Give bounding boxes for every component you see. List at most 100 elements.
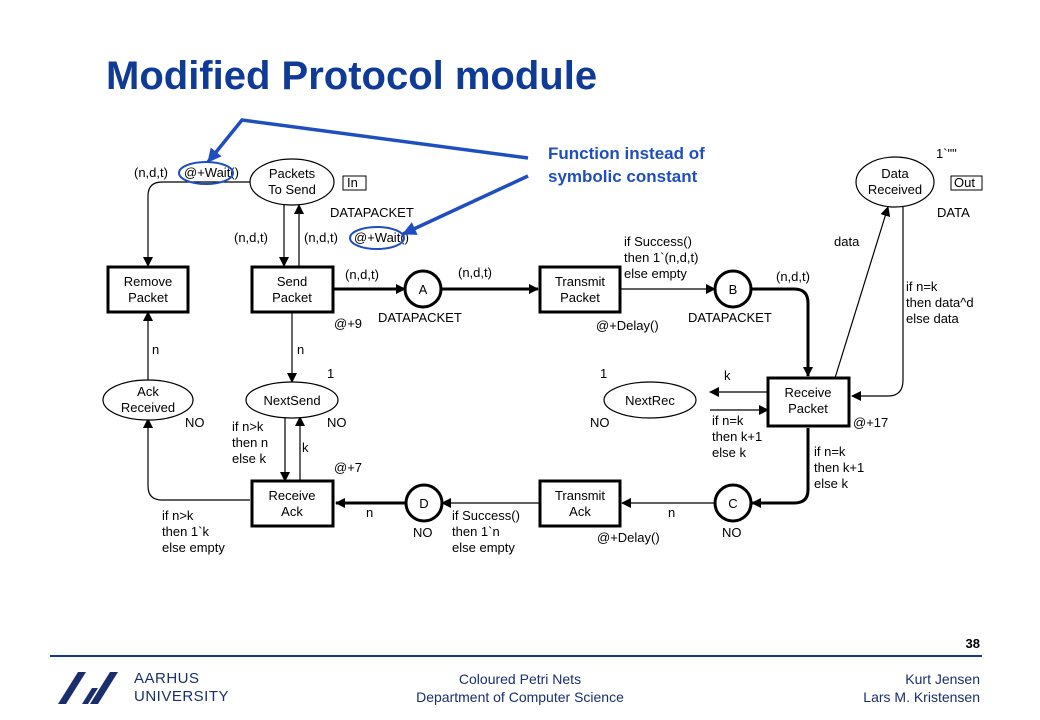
transition-receive-packet: Receive Packet [766, 376, 851, 428]
footer-department: Department of Computer Science [416, 689, 624, 705]
transition-transmit-ack: Transmit Ack [538, 479, 622, 528]
arc-a-to-transmit-label: (n,d,t) [458, 265, 492, 280]
arc-receive-ack-to-nextsend-label-1: if n>k [232, 419, 264, 434]
transition-receive-ack: Receive Ack [250, 479, 335, 528]
place-packets-to-send-type: DATAPACKET [330, 205, 414, 220]
arc-receive-to-c-label-1: if n=k [814, 444, 846, 459]
arc-data-to-receive [851, 207, 904, 401]
place-b-type: DATAPACKET [688, 310, 772, 325]
place-data-received-line2: Received [868, 182, 922, 197]
place-a-type: DATAPACKET [378, 310, 462, 325]
university-line-1: AARHUS [134, 670, 200, 687]
arc-send-out-label-a: (n,d,t) [304, 230, 338, 245]
place-data-received-line1: Data [881, 166, 909, 181]
arc-remove-in-label-b: @+Wait() [184, 165, 239, 180]
place-next-rec-type: NO [590, 415, 610, 430]
arc-nextsend-to-receive-ack-label: k [302, 440, 309, 455]
arc-data-out-label-2: then data^d [906, 295, 974, 310]
aarhus-university-logo-icon [58, 672, 118, 704]
transition-transmit-packet: Transmit Packet [538, 265, 622, 314]
place-ack-received-line1: Ack [137, 384, 159, 399]
highlight-ring-wait-1 [178, 161, 234, 185]
arc-receive-to-data [834, 206, 891, 379]
place-d-name: D [419, 496, 428, 511]
arc-receive-ack-to-nextsend-label-3: else k [232, 451, 266, 466]
port-out-label: Out [954, 175, 975, 190]
place-packets-to-send-line2: To Send [268, 182, 316, 197]
place-next-rec: NextRec [603, 381, 697, 419]
transition-send-packet-line2: Packet [272, 290, 312, 305]
place-packets-to-send: Packets To Send [249, 158, 335, 206]
university-name: AARHUS UNIVERSITY [134, 670, 229, 706]
transition-send-packet-delay: @+9 [334, 316, 362, 331]
arc-receive-ack-to-ack-label-2: then 1`k [162, 524, 209, 539]
port-tag-out [950, 175, 983, 191]
port-tag-in [342, 175, 367, 191]
place-d: D [404, 483, 444, 523]
transition-transmit-ack-line2: Ack [569, 504, 591, 519]
arc-nextrec-out-label-1: if n=k [712, 413, 744, 428]
place-next-send: NextSend [245, 381, 339, 419]
place-b: B [713, 269, 753, 309]
arc-transmit-out-label-1: if Success() [624, 234, 692, 249]
footer-divider [50, 655, 982, 657]
arc-receive-ack-to-ack-label-3: else empty [162, 540, 225, 555]
slide-number: 38 [965, 636, 980, 651]
transition-remove-packet-line2: Packet [128, 290, 168, 305]
transition-transmit-packet-line2: Packet [560, 290, 600, 305]
place-next-send-type: NO [327, 415, 347, 430]
place-b-name: B [729, 282, 738, 297]
arc-receive-ack-to-nextsend-label-2: then n [232, 435, 268, 450]
transition-remove-packet-line1: Remove [124, 274, 172, 289]
arc-remove-in-label-a: (n,d,t) [134, 165, 168, 180]
arc-transmit-out-label-2: then 1`(n,d,t) [624, 250, 698, 265]
transition-send-packet: Send Packet [250, 265, 335, 314]
footer-authors: Kurt Jensen Lars M. Kristensen [863, 670, 980, 706]
arc-nextrec-out-label-2: then k+1 [712, 429, 762, 444]
place-ack-received-line2: Received [121, 400, 175, 415]
arc-send-out-label-b: @+Wait() [354, 230, 409, 245]
place-a: A [403, 269, 443, 309]
transition-receive-ack-line1: Receive [269, 488, 316, 503]
arc-transmit-ack-out-label-2: then 1`n [452, 524, 500, 539]
transition-receive-ack-delay: @+7 [334, 460, 362, 475]
arc-data-out-label-1: if n=k [906, 279, 938, 294]
transition-receive-packet-delay: @+17 [853, 415, 888, 430]
callout-line-1: Function instead of [548, 144, 705, 163]
transition-receive-packet-line1: Receive [785, 385, 832, 400]
transition-receive-ack-line2: Ack [281, 504, 303, 519]
place-next-rec-init: 1 [600, 366, 607, 381]
arc-receive-ack-to-ack-label-1: if n>k [162, 508, 194, 523]
arc-data-out-label-3: else data [906, 311, 960, 326]
footer-author-2: Lars M. Kristensen [863, 689, 980, 705]
place-data-received-init: 1`"" [936, 146, 957, 161]
transition-send-packet-line1: Send [277, 274, 307, 289]
callout-line-2: symbolic constant [548, 167, 698, 186]
transition-remove-packet: Remove Packet [106, 265, 190, 314]
transition-transmit-ack-delay: @+Delay() [597, 530, 660, 545]
place-a-name: A [419, 282, 428, 297]
callout-text: Function instead of symbolic constant [548, 142, 705, 188]
arc-c-to-transmit-ack-label: n [668, 505, 675, 520]
transition-transmit-ack-line1: Transmit [555, 488, 605, 503]
arc-b-to-receive [751, 287, 813, 377]
arc-receive-to-c-label-3: else k [814, 476, 848, 491]
footer-author-1: Kurt Jensen [905, 671, 980, 687]
arc-receive-to-c-label-2: then k+1 [814, 460, 864, 475]
arc-transmit-out-label-3: else empty [624, 266, 687, 281]
arc-packets-to-remove [143, 181, 251, 267]
place-d-type: NO [413, 525, 433, 540]
footer-course: Coloured Petri Nets [458, 671, 582, 687]
arc-data-in-label: data [834, 234, 860, 249]
arc-send-in-label: (n,d,t) [234, 230, 268, 245]
callout-arrow-to-wait-2 [402, 174, 529, 236]
transition-receive-packet-line2: Packet [788, 401, 828, 416]
place-packets-to-send-line1: Packets [269, 166, 316, 181]
callout-arrow-to-wait-1 [206, 118, 529, 164]
arc-send-to-a-label: (n,d,t) [345, 267, 379, 282]
place-next-send-init: 1 [327, 366, 334, 381]
place-c-name: C [728, 496, 737, 511]
place-next-send-name: NextSend [263, 393, 320, 408]
transition-transmit-packet-line1: Transmit [555, 274, 605, 289]
